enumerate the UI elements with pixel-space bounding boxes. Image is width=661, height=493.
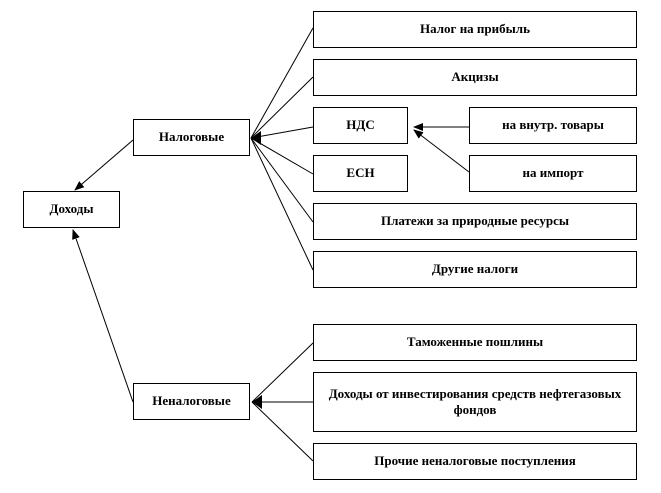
esn-label: ЕСН	[346, 165, 375, 181]
vat-import-label: на импорт	[522, 165, 584, 181]
nontax-income-label: Неналоговые	[152, 393, 231, 409]
income-box: Доходы	[23, 191, 120, 228]
arrow-taxes-to-income	[74, 139, 134, 191]
vat-domestic-goods-box: на внутр. товары	[469, 107, 637, 144]
vat-box: НДС	[313, 107, 408, 144]
vat-domestic-goods-label: на внутр. товары	[502, 117, 604, 133]
customs-duties-box: Таможенные пошлины	[313, 324, 637, 361]
arrow-resources-to-taxes	[250, 137, 314, 223]
arrow-other-nontax-to-nontax	[251, 401, 314, 462]
other-taxes-label: Другие налоги	[431, 261, 519, 277]
other-nontax-receipts-box: Прочие неналоговые поступления	[313, 443, 637, 480]
other-taxes-box: Другие налоги	[313, 251, 637, 288]
vat-import-box: на импорт	[469, 155, 637, 192]
oil-gas-fund-investment-income-label: Доходы от инвестирования средств нефтега…	[328, 385, 622, 417]
profit-tax-label: Налог на прибыль	[420, 21, 530, 37]
excise-box: Акцизы	[313, 59, 637, 96]
arrow-nontax-to-income	[72, 229, 134, 403]
customs-duties-label: Таможенные пошлины	[406, 334, 544, 350]
arrow-excise-to-taxes	[250, 76, 314, 139]
profit-tax-box: Налог на прибыль	[313, 11, 637, 48]
arrowhead-taxes	[251, 131, 261, 145]
arrow-import-to-vat	[413, 129, 470, 173]
nontax-income-box: Неналоговые	[133, 383, 250, 420]
vat-label: НДС	[346, 117, 375, 133]
arrow-profit-tax-to-taxes	[250, 27, 314, 139]
other-nontax-receipts-label: Прочие неналоговые поступления	[374, 453, 576, 469]
natural-resources-payments-label: Платежи за природные ресурсы	[380, 213, 570, 229]
arrow-customs-to-nontax	[251, 342, 314, 403]
oil-gas-fund-investment-income-box: Доходы от инвестирования средств нефтега…	[313, 372, 637, 432]
arrow-other-taxes-to-taxes	[250, 137, 314, 271]
esn-box: ЕСН	[313, 155, 408, 192]
income-label: Доходы	[49, 201, 94, 217]
tax-income-label: Налоговые	[158, 129, 225, 145]
excise-label: Акцизы	[451, 69, 499, 85]
arrow-esn-to-taxes	[250, 137, 314, 175]
natural-resources-payments-box: Платежи за природные ресурсы	[313, 203, 637, 240]
tax-income-box: Налоговые	[133, 119, 250, 156]
arrow-vat-to-taxes	[250, 126, 314, 139]
arrowhead-nontax	[252, 395, 262, 409]
